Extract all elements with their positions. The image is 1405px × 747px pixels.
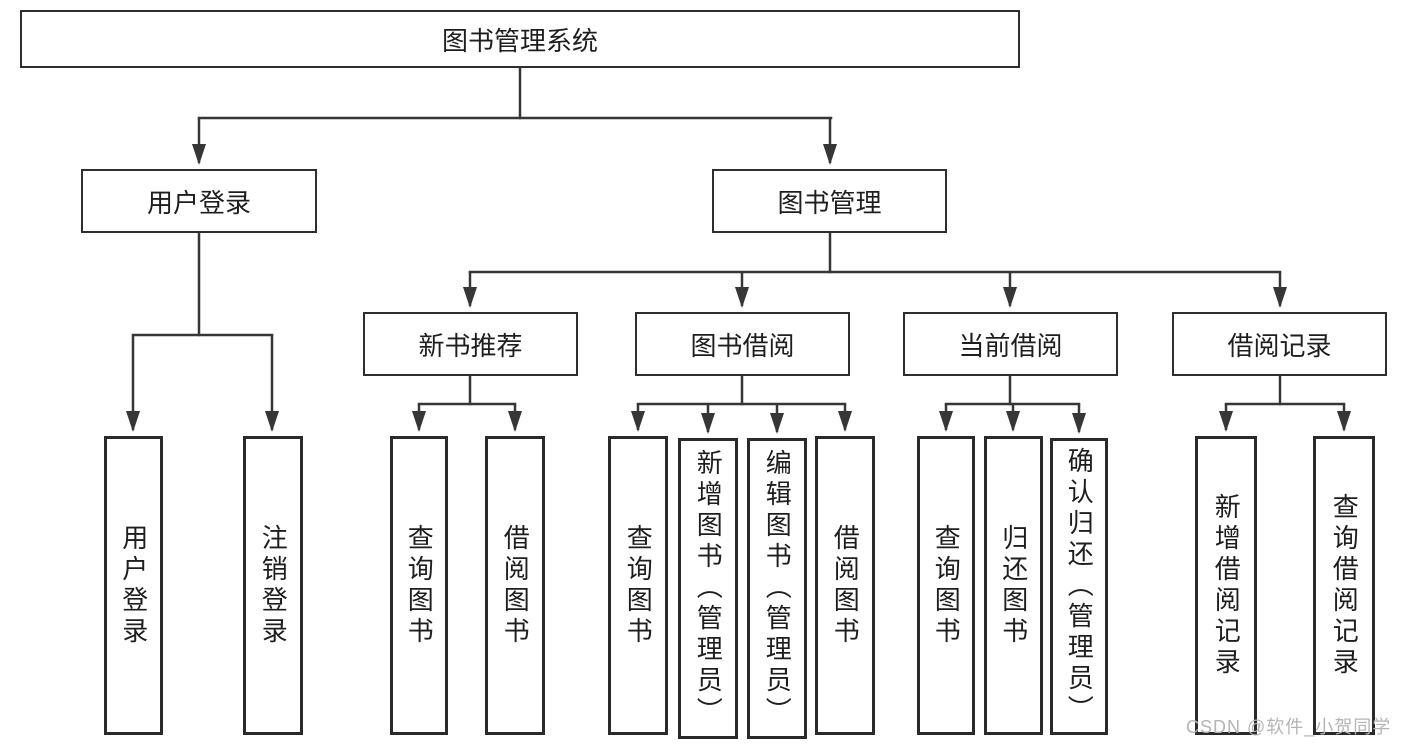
node-label: 编辑图书（管理员） (762, 449, 793, 728)
node-label: 归还图书 (998, 523, 1029, 648)
leaf-query-books-current: 查询图书 (917, 436, 975, 735)
node-label: 查询图书 (931, 523, 962, 648)
node-label: 借阅图书 (830, 523, 861, 648)
elbow-connectors (131, 66, 1346, 406)
node-borrow-records: 借阅记录 (1172, 312, 1387, 376)
node-label: 图书管理 (777, 187, 882, 218)
node-new-book-recommend: 新书推荐 (363, 312, 578, 376)
node-user-login: 用户登录 (81, 169, 317, 233)
node-label: 用户登录 (118, 523, 149, 648)
node-label: 图书管理系统 (441, 25, 598, 56)
node-label: 新增借阅记录 (1211, 492, 1242, 679)
leaf-borrow-books-borrowing: 借阅图书 (815, 436, 875, 735)
leaf-query-borrow-record: 查询借阅记录 (1313, 436, 1375, 735)
node-label: 当前借阅 (958, 330, 1063, 361)
node-label: 查询图书 (404, 523, 435, 648)
leaf-add-borrow-record: 新增借阅记录 (1195, 436, 1257, 735)
leaf-add-book-admin: 新增图书（管理员） (678, 438, 738, 739)
csdn-watermark: CSDN @软件_小贺同学 (1186, 717, 1392, 737)
arrow-connectors (126, 118, 1351, 434)
leaf-edit-book-admin: 编辑图书（管理员） (747, 438, 807, 739)
node-book-management: 图书管理 (712, 169, 947, 233)
node-label: 借阅图书 (500, 523, 531, 648)
node-label: 查询借阅记录 (1329, 492, 1360, 679)
leaf-return-books: 归还图书 (984, 436, 1043, 735)
leaf-borrow-books-recommend: 借阅图书 (485, 436, 545, 735)
node-label: 确认归还（管理员） (1064, 447, 1095, 726)
node-book-borrowing: 图书借阅 (635, 312, 850, 376)
leaf-query-books-recommend: 查询图书 (390, 436, 448, 735)
node-label: 新书推荐 (418, 330, 523, 361)
node-label: 用户登录 (146, 187, 251, 218)
node-label: 注销登录 (258, 523, 289, 648)
node-current-borrowing: 当前借阅 (903, 312, 1118, 376)
leaf-confirm-return-admin: 确认归还（管理员） (1050, 438, 1108, 735)
leaf-query-books-borrowing: 查询图书 (608, 436, 668, 735)
leaf-user-login: 用户登录 (104, 436, 163, 735)
leaf-logout: 注销登录 (243, 436, 303, 735)
node-label: 新增图书（管理员） (693, 449, 724, 728)
node-label: 查询图书 (623, 523, 654, 648)
node-label: 借阅记录 (1227, 330, 1332, 361)
node-system-root: 图书管理系统 (20, 10, 1020, 68)
node-label: 图书借阅 (690, 330, 795, 361)
